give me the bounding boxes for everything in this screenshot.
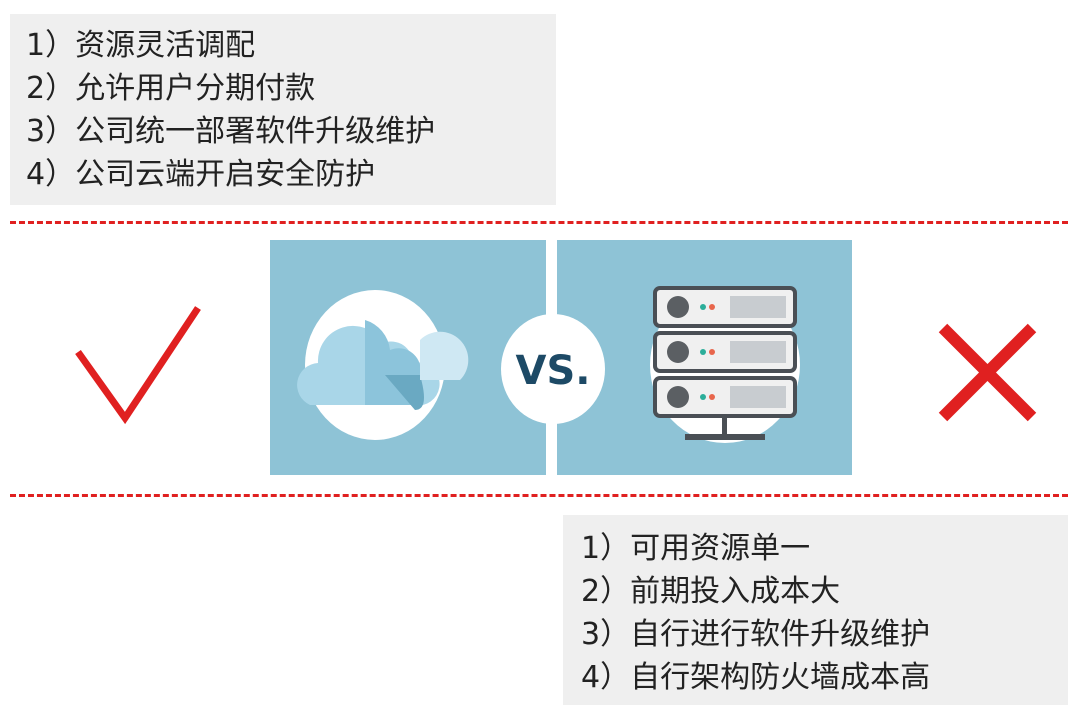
disadvantage-item: 2）前期投入成本大	[581, 574, 841, 609]
advantage-item: 4）公司云端开启安全防护	[26, 157, 376, 192]
disadvantage-item: 3）自行进行软件升级维护	[581, 617, 931, 652]
vs-badge: VS.	[501, 314, 605, 424]
cross-icon	[938, 323, 1037, 422]
divider-bottom	[10, 494, 1068, 497]
disadvantage-item: 1）可用资源单一	[581, 531, 811, 566]
advantage-item: 3）公司统一部署软件升级维护	[26, 114, 436, 149]
check-icon	[75, 306, 201, 425]
divider-top	[10, 221, 1068, 224]
advantage-item: 2）允许用户分期付款	[26, 71, 316, 106]
disadvantage-item: 4）自行架构防火墙成本高	[581, 660, 931, 695]
server-icon	[650, 286, 800, 443]
vs-label: VS.	[516, 348, 591, 394]
server-disadvantages-list: 1）可用资源单一 2）前期投入成本大 3）自行进行软件升级维护 4）自行架构防火…	[563, 515, 1068, 705]
cloud-icon	[297, 290, 469, 440]
advantage-item: 1）资源灵活调配	[26, 28, 256, 63]
cloud-advantages-list: 1）资源灵活调配 2）允许用户分期付款 3）公司统一部署软件升级维护 4）公司云…	[10, 14, 556, 205]
